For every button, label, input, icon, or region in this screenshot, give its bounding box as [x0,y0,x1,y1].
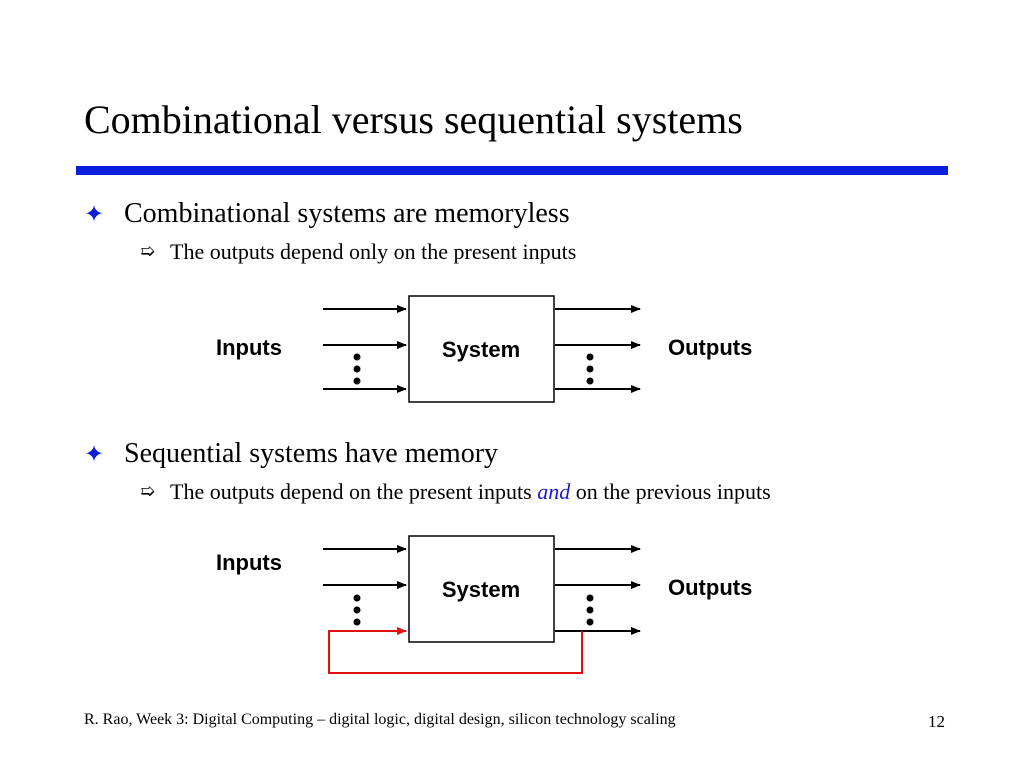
page-number: 12 [928,712,945,731]
slide-title: Combinational versus sequential systems [84,97,743,142]
bullet-text: Combinational systems are memoryless [124,198,570,229]
title-underline [76,166,948,175]
bullet-text: Sequential systems have memory [124,438,499,469]
ellipsis-dots [353,594,594,626]
sub-bullet-text-part3: on the previous inputs [570,479,771,504]
inputs-label: Inputs [216,550,282,575]
system-label: System [442,577,520,602]
sub-bullet-sequential: ➯ The outputs depend on the present inpu… [140,478,771,506]
system-label: System [442,337,520,362]
sub-bullet-text: The outputs depend only on the present i… [170,239,577,264]
sub-bullet-text-part1: The outputs depend on the present inputs [170,479,538,504]
outputs-label: Outputs [668,335,752,360]
bullet-combinational: ✦ Combinational systems are memoryless [84,197,570,231]
inputs-label: Inputs [216,335,282,360]
arrow-bullet-icon: ➯ [140,241,156,262]
arrow-bullet-icon: ➯ [140,481,156,502]
sequential-diagram: Inputs System Outputs [216,535,752,674]
system-box [408,535,555,643]
slide-footer: R. Rao, Week 3: Digital Computing – digi… [84,711,676,728]
combinational-diagram: Inputs System Outputs [216,295,752,403]
feedback-loop [328,627,583,674]
star-bullet-icon: ✦ [84,440,105,468]
outputs-label: Outputs [668,575,752,600]
sub-bullet-emphasis: and [537,479,571,504]
star-bullet-icon: ✦ [84,200,105,228]
system-box [408,295,555,403]
sub-bullet-combinational: ➯ The outputs depend only on the present… [140,238,577,266]
ellipsis-dots [353,353,594,385]
bullet-sequential: ✦ Sequential systems have memory [84,437,499,471]
